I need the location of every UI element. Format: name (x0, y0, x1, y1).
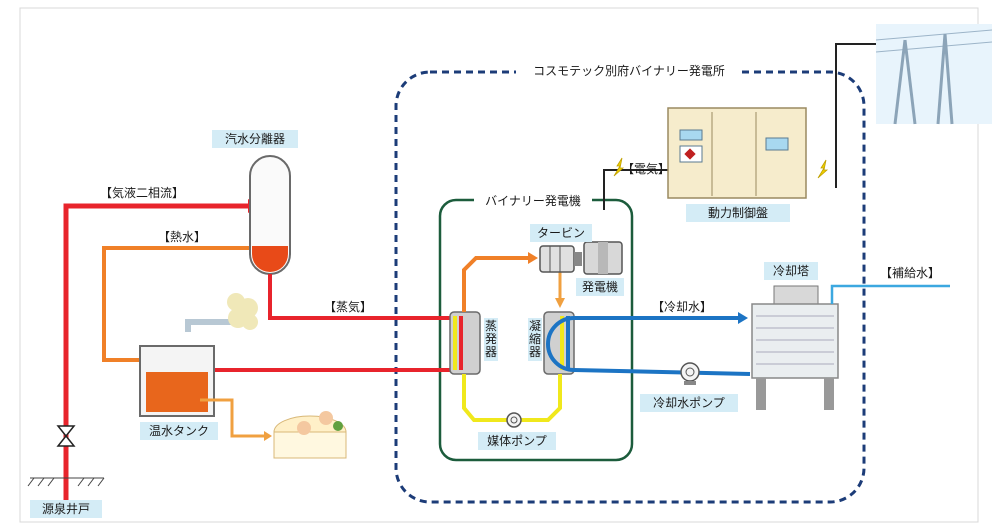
two-phase-flow-label: 【気液二相流】 (100, 186, 185, 200)
steam-pipe (268, 274, 450, 320)
hot-water-flow-label: 【熱水】 (158, 230, 207, 244)
cooling-tower-label: 冷却塔 (764, 262, 818, 280)
lightning-icon (817, 159, 829, 179)
binary-unit-title: バイナリー発電機 (474, 192, 592, 210)
control-panel-cabinet (667, 107, 807, 199)
evaporator-unit (449, 311, 481, 375)
turbine-label: タービン (530, 224, 592, 242)
vapor-pipe (462, 256, 530, 312)
evaporator-label: 蒸発器 (484, 318, 498, 361)
medium-pump-label: 媒体ポンプ (478, 432, 556, 450)
valve-icon (56, 425, 76, 447)
lightning-icon (613, 157, 625, 177)
generator-cable (603, 169, 672, 210)
cooling-water-return-pipe (573, 368, 751, 376)
cooling-tower (751, 285, 839, 410)
turbine-machine (539, 245, 575, 273)
cooling-water-pump-label: 冷却水ポンプ (640, 394, 738, 412)
steam-cloud-icon (185, 293, 258, 332)
source-well-label: 源泉井戸 (30, 500, 102, 518)
medium-pump-icon (506, 412, 522, 428)
hot-water-tank-label: 温水タンク (140, 422, 218, 440)
hot-water-tank (139, 345, 215, 417)
ground-icon (27, 477, 105, 487)
cooling-water-return (546, 316, 575, 372)
two-phase-pipe (63, 203, 248, 500)
makeup-water-pipe (830, 284, 950, 304)
bath-supply-pipe (200, 398, 266, 438)
makeup-water-flow-label: 【補給水】 (880, 266, 941, 280)
separator-label: 汽水分離器 (212, 130, 298, 148)
transmission-tower-icon (875, 24, 992, 125)
condenser-label: 凝縮器 (528, 318, 542, 361)
electricity-flow-label: 【電気】 (622, 162, 671, 176)
steam-separator-vessel (249, 155, 291, 275)
plant-title: コスモテック別府バイナリー発電所 (516, 62, 742, 80)
steam-flow-label: 【蒸気】 (324, 300, 373, 314)
generator-machine (574, 241, 623, 275)
outer-frame (19, 7, 979, 523)
generator-label: 発電機 (576, 278, 624, 296)
cooling-water-flow-label: 【冷却水】 (652, 300, 713, 314)
control-panel-label: 動力制御盤 (686, 204, 790, 222)
cooling-water-pump-icon (680, 362, 700, 385)
grid-cable (835, 43, 876, 188)
plant-boundary (394, 70, 866, 504)
bath-icon (273, 411, 347, 459)
hot-water-pipe (102, 246, 250, 362)
